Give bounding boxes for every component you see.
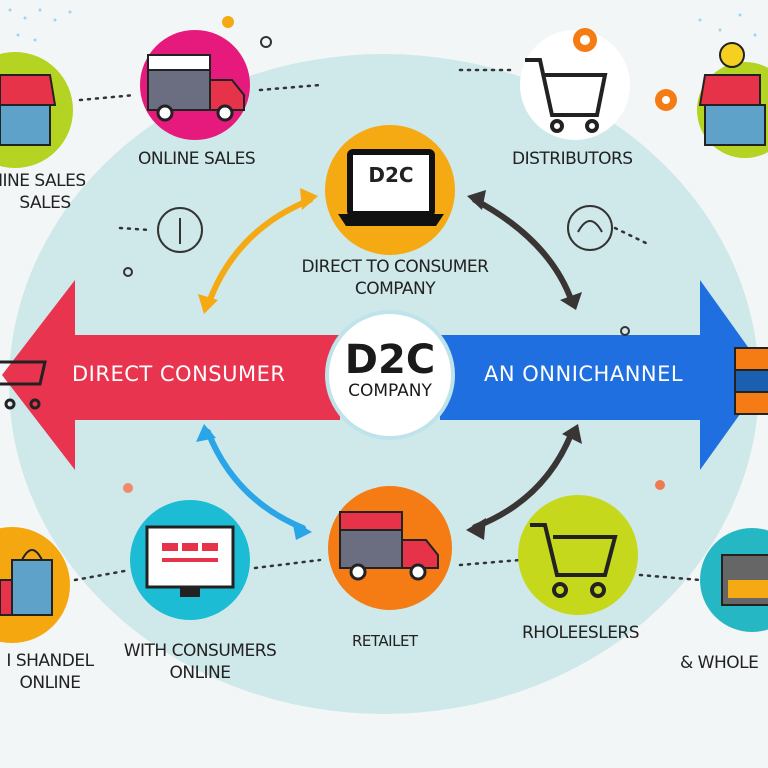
center-title: D2C — [344, 337, 436, 383]
dot-pattern — [8, 8, 757, 42]
label-retailer: RETAILET — [352, 632, 418, 650]
right-arrow — [440, 280, 768, 470]
label-dtc-line2: COMPANY — [354, 279, 436, 299]
distributors-circle — [520, 30, 630, 140]
register-icon — [721, 554, 768, 606]
label-with-consumers-line1: WITH CONSUMERS — [123, 641, 277, 661]
gear-icon — [573, 28, 677, 111]
delivery-truck-icon — [339, 511, 439, 581]
label-right-bottom: & WHOLE — [680, 653, 759, 673]
label-left-top-line1: NINE SALES — [0, 171, 86, 191]
label-wholesalers: RHOLEESLERS — [522, 623, 640, 643]
label-dtc-line1: DIRECT TO CONSUMER — [301, 257, 489, 277]
truck-icon — [147, 54, 245, 122]
label-distributors: DISTRIBUTORS — [512, 149, 633, 169]
label-left-bottom-line1: I SHANDEL — [6, 651, 94, 671]
label-left-top: NINE SALES SALES — [0, 170, 90, 214]
center-d2c-company: D2C COMPANY — [325, 310, 455, 440]
left-arrow-label: DIRECT CONSUMER — [72, 362, 286, 386]
wholesalers-circle — [518, 495, 638, 615]
storefront-icon — [0, 42, 766, 146]
arc-outline-icon — [567, 205, 613, 251]
boxes-icon — [734, 347, 768, 415]
label-with-consumers: WITH CONSUMERS ONLINE — [105, 640, 295, 684]
center-subtitle: COMPANY — [348, 381, 432, 401]
cart-icon — [525, 58, 608, 133]
label-left-bottom-line2: ONLINE — [19, 673, 81, 693]
laptop-screen-text: D2C — [368, 163, 414, 187]
pin-outline-icon — [157, 207, 203, 253]
arrow-bottom-left — [205, 429, 306, 531]
laptop-icon — [338, 149, 444, 226]
label-direct-to-consumer: DIRECT TO CONSUMER COMPANY — [280, 256, 510, 300]
label-with-consumers-line2: ONLINE — [169, 663, 231, 683]
arrow-top-right — [472, 197, 575, 305]
monitor-icon — [145, 525, 235, 597]
left-arrow — [2, 280, 340, 470]
shopping-bag-icon — [0, 549, 53, 616]
label-left-top-line2: SALES — [19, 193, 71, 213]
right-arrow-label: AN ONNICHANNEL — [484, 362, 684, 386]
cart-icon-left — [0, 360, 47, 410]
arrow-bottom-right — [472, 429, 575, 530]
label-left-bottom: I SHANDEL ONLINE — [0, 650, 100, 694]
arrow-top-left — [205, 197, 313, 308]
wholesale-cart-icon — [530, 523, 618, 598]
label-online-sales: ONLINE SALES — [138, 149, 256, 169]
